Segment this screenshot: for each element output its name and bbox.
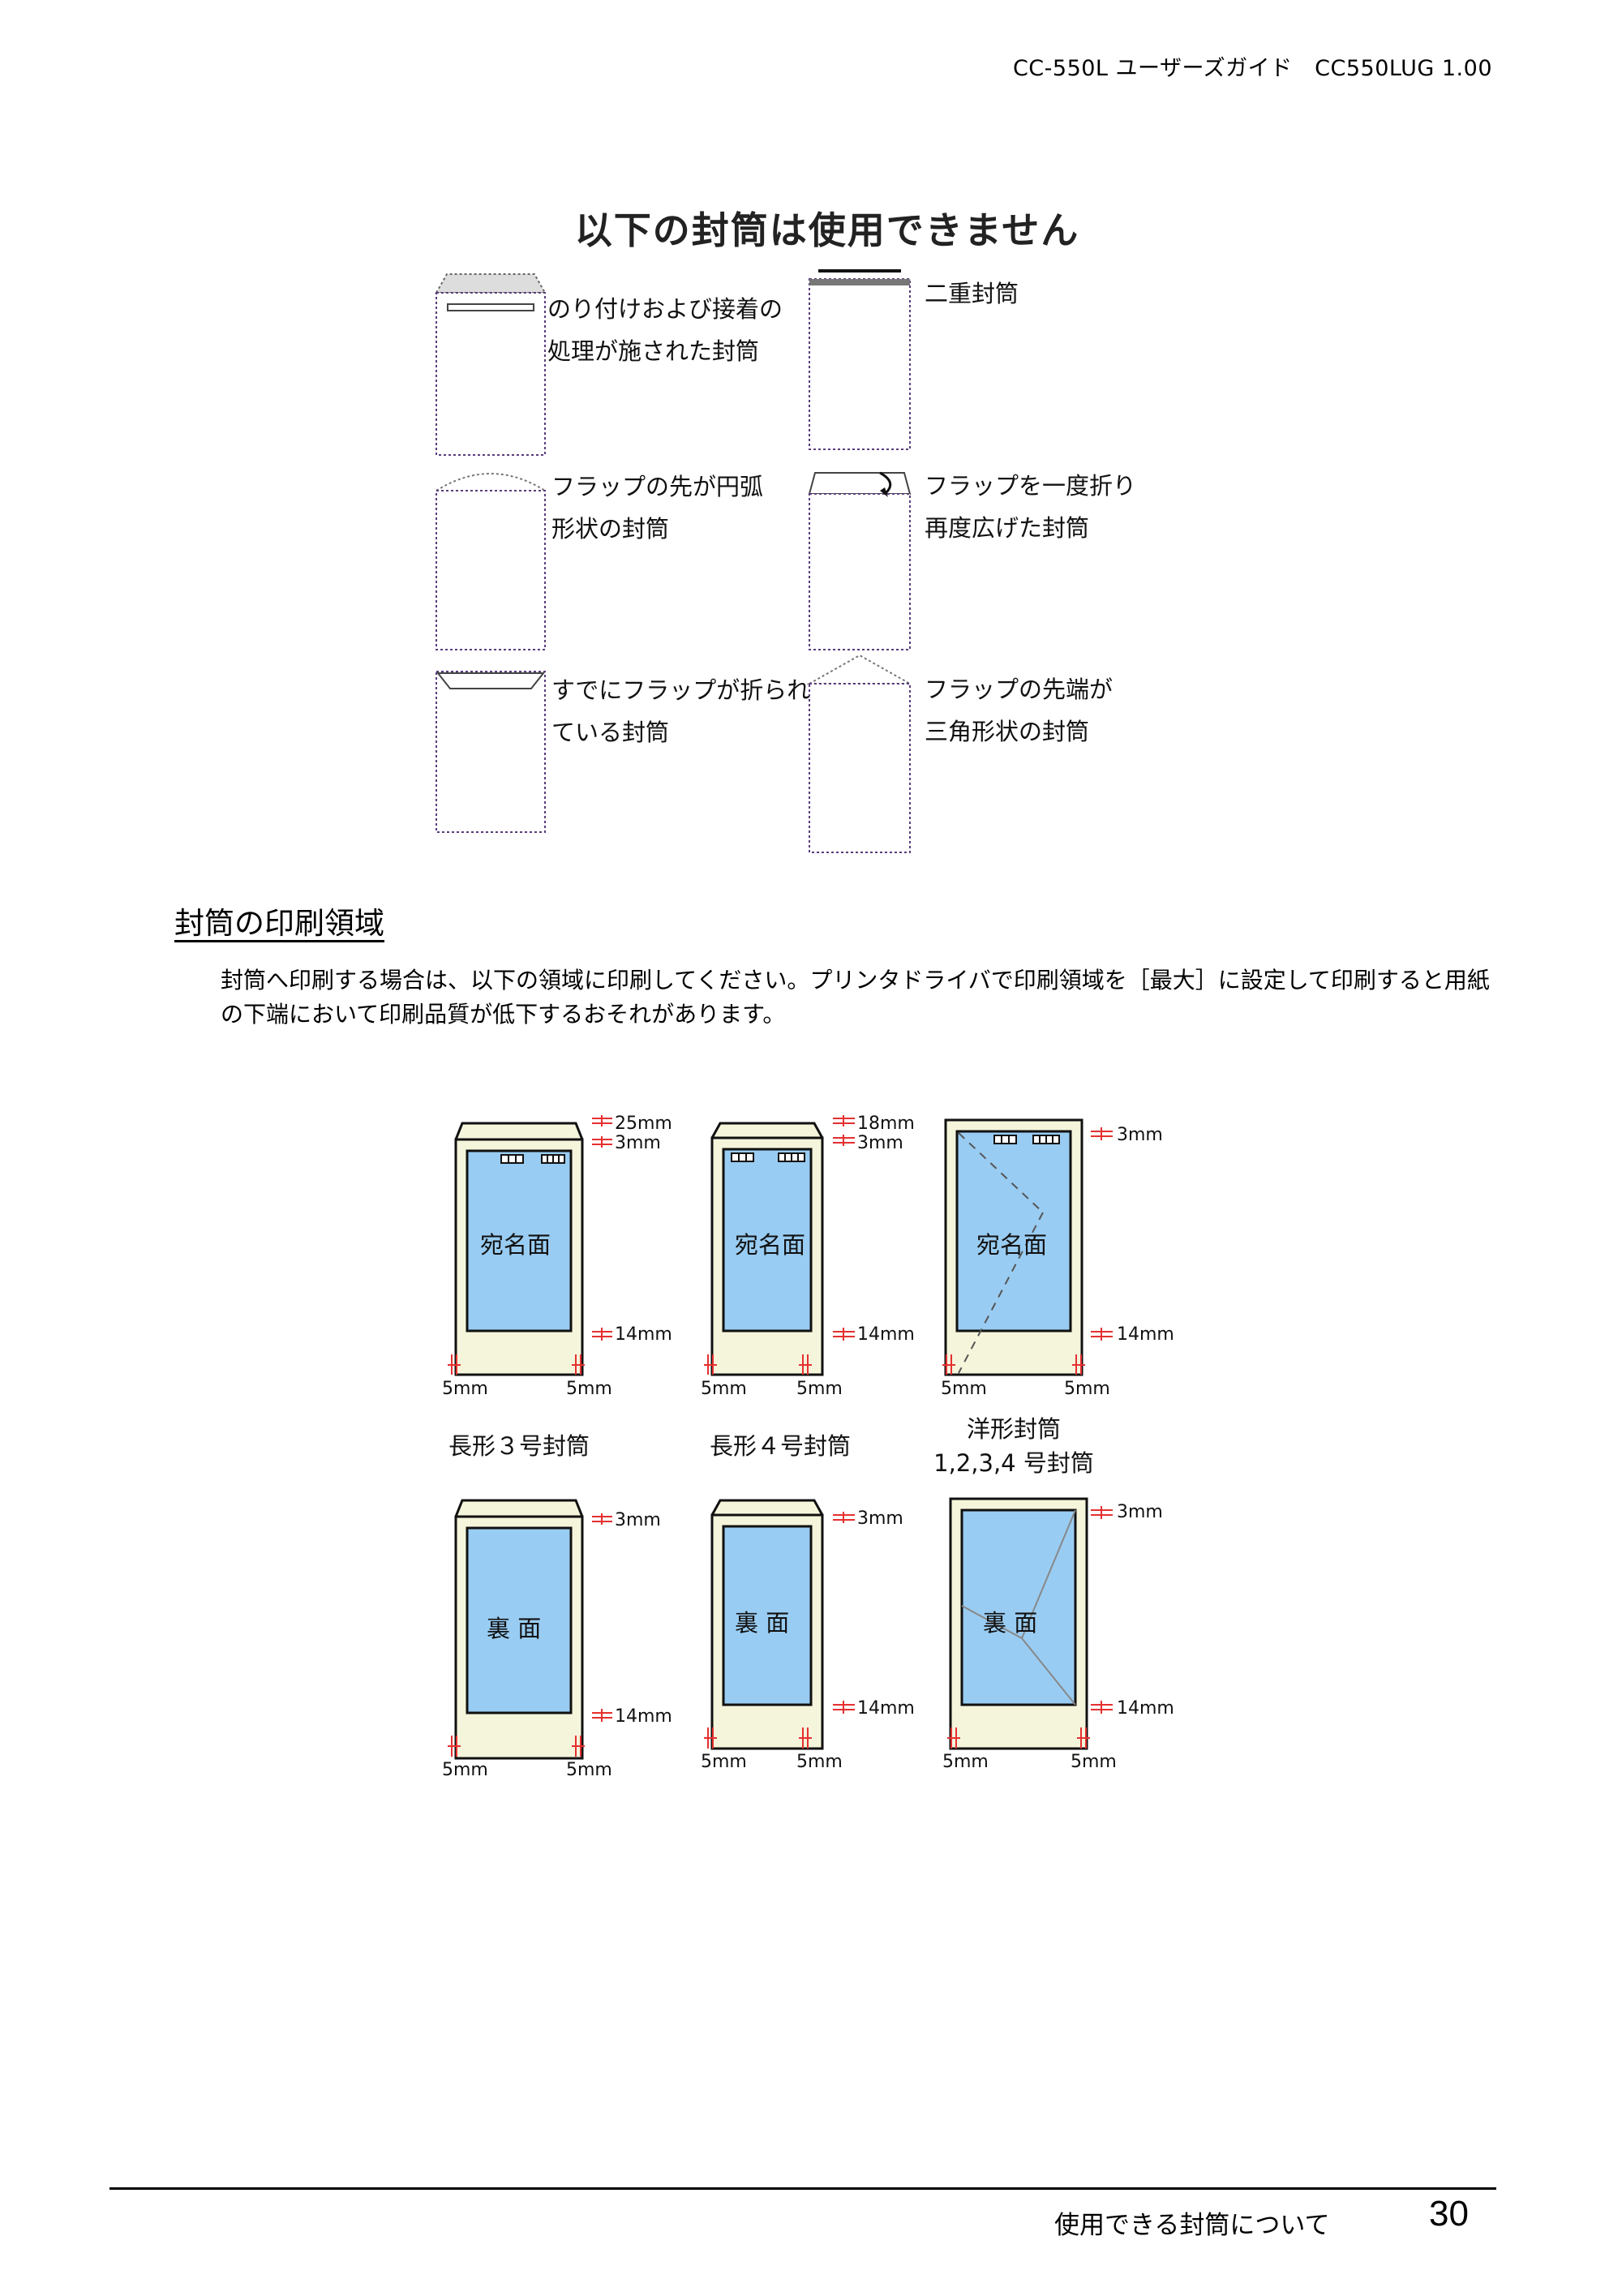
front-naga4-drawing: [704, 1115, 855, 1376]
back-naga3: 裏 面 3mm 14mm 5mm 5mm: [438, 1492, 697, 1784]
back-naga3-drawing: [448, 1499, 612, 1760]
caption-you-line1: 洋形封筒: [966, 1415, 1061, 1443]
front-you-right-margin: 5mm: [1064, 1379, 1110, 1399]
envelope-arc-flap-label-2: 形状の封筒: [551, 515, 670, 543]
envelope-refolded-label-2: 再度広げた封筒: [925, 514, 1090, 542]
envelope-triangle-flap-label-1: フラップの先端が: [925, 676, 1114, 703]
back-naga4-inner-margin: 3mm: [857, 1508, 903, 1529]
refolded-envelope-drawing: [808, 471, 912, 650]
front-you-left-margin: 5mm: [941, 1379, 987, 1399]
triangle-flap-envelope-drawing: [807, 654, 912, 853]
front-you-drawing: [942, 1118, 1113, 1376]
glued-envelope-drawing: [435, 273, 547, 456]
caption-naga3: 長形３号封筒: [438, 1429, 600, 1463]
back-naga3-label: 裏 面: [487, 1615, 542, 1642]
front-naga3-drawing: [448, 1115, 612, 1376]
front-you-label: 宛名面: [976, 1231, 1048, 1259]
back-naga4-drawing: [704, 1499, 855, 1750]
front-you-bottom-margin: 14mm: [1117, 1324, 1174, 1345]
back-naga4-right-margin: 5mm: [796, 1752, 843, 1772]
caption-naga4: 長形４号封筒: [699, 1429, 861, 1463]
unusable-envelopes-title: 以下の封筒は使用できません: [574, 208, 1080, 252]
envelope-glued-label-2: 処理が施された封筒: [547, 337, 760, 365]
envelope-triangle-flap: フラップの先端が 三角形状の封筒: [807, 653, 1180, 856]
envelope-folded: すでにフラップが折られ ている封筒: [434, 669, 811, 856]
back-naga3-bottom-margin: 14mm: [615, 1706, 672, 1727]
front-naga4: 宛名面 18mm 3mm 14mm 5mm 5mm: [699, 1114, 942, 1407]
back-naga3-right-margin: 5mm: [566, 1760, 612, 1780]
front-naga4-bottom-margin: 14mm: [857, 1324, 915, 1345]
back-naga4-left-margin: 5mm: [701, 1752, 747, 1772]
caption-you-line2: 1,2,3,4 号封筒: [933, 1449, 1094, 1477]
envelope-arc-flap: フラップの先が円弧 形状の封筒: [434, 466, 807, 653]
double-envelope-drawing: [809, 269, 911, 450]
envelope-glued: のり付けおよび接着の 処理が施された封筒: [434, 272, 807, 458]
envelope-double-label-1: 二重封筒: [925, 280, 1019, 307]
front-naga3-label: 宛名面: [480, 1231, 551, 1259]
page-number: 30: [1429, 2194, 1469, 2234]
folded-envelope-drawing: [436, 671, 546, 833]
back-you-label: 裏 面: [983, 1609, 1038, 1637]
envelope-arc-flap-label-1: フラップの先が円弧: [551, 473, 764, 500]
section-heading: 封筒の印刷領域: [174, 906, 384, 941]
back-you: 裏 面 3mm 14mm 5mm 5mm: [941, 1492, 1184, 1784]
front-naga3-bottom-margin: 14mm: [615, 1324, 672, 1345]
front-naga4-left-margin: 5mm: [701, 1379, 747, 1399]
back-naga3-inner-margin: 3mm: [615, 1510, 661, 1530]
back-you-left-margin: 5mm: [942, 1752, 989, 1772]
front-naga3-left-margin: 5mm: [442, 1379, 488, 1399]
envelope-refolded-label-1: フラップを一度折り: [925, 472, 1137, 500]
caption-naga3-line1: 長形３号封筒: [448, 1432, 590, 1460]
envelope-triangle-flap-label-2: 三角形状の封筒: [925, 718, 1090, 745]
caption-you: 洋形封筒 1,2,3,4 号封筒: [933, 1412, 1095, 1480]
front-naga4-right-margin: 5mm: [796, 1379, 843, 1399]
front-naga3-right-margin: 5mm: [566, 1379, 612, 1399]
back-you-right-margin: 5mm: [1071, 1752, 1117, 1772]
envelope-glued-label-1: のり付けおよび接着の: [547, 295, 783, 323]
envelope-double: 二重封筒: [807, 268, 1131, 454]
section-body: 封筒へ印刷する場合は、以下の領域に印刷してください。プリンタドライバで印刷領域を…: [221, 967, 1490, 1028]
caption-naga4-line1: 長形４号封筒: [709, 1432, 851, 1460]
front-naga3: 宛名面 25mm 3mm 14mm 5mm 5mm: [438, 1114, 697, 1407]
front-naga4-label: 宛名面: [735, 1231, 806, 1259]
front-you-inner-margin: 3mm: [1117, 1125, 1163, 1145]
envelope-folded-label-2: ている封筒: [551, 719, 670, 746]
back-you-drawing: [947, 1497, 1113, 1750]
front-naga3-inner-margin: 3mm: [615, 1133, 661, 1153]
back-naga4: 裏 面 3mm 14mm 5mm 5mm: [699, 1492, 942, 1784]
front-naga4-inner-margin: 3mm: [857, 1133, 903, 1153]
footer-section-title: 使用できる封筒について: [1054, 2211, 1330, 2240]
front-you: 宛名面 3mm 14mm 5mm 5mm: [941, 1115, 1184, 1407]
front-naga3-top-margin: 25mm: [615, 1114, 672, 1134]
back-you-inner-margin: 3mm: [1117, 1502, 1163, 1522]
envelope-folded-label-1: すでにフラップが折られ: [551, 676, 811, 704]
envelope-refolded: フラップを一度折り 再度広げた封筒: [807, 466, 1180, 653]
footer-rule: [109, 2187, 1496, 2190]
back-naga4-bottom-margin: 14mm: [857, 1698, 915, 1719]
back-you-bottom-margin: 14mm: [1117, 1698, 1174, 1719]
back-naga3-left-margin: 5mm: [442, 1760, 488, 1780]
back-naga4-label: 裏 面: [735, 1609, 790, 1637]
arc-flap-envelope-drawing: [436, 473, 546, 650]
front-naga4-top-margin: 18mm: [857, 1114, 915, 1134]
page-header: CC-550L ユーザーズガイド CC550LUG 1.00: [1012, 56, 1492, 81]
